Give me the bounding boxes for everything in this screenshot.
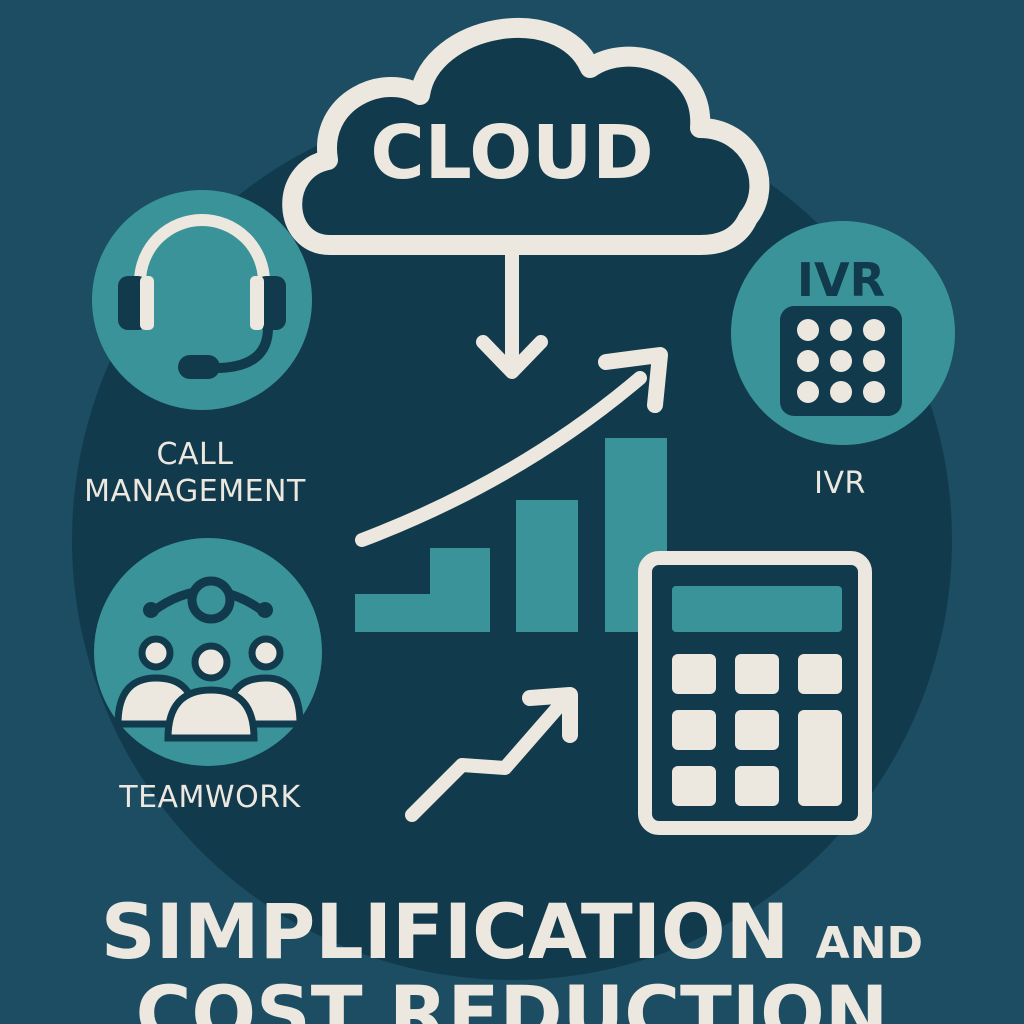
headset-icon: [92, 190, 312, 410]
headline-line1: SIMPLIFICATION AND: [0, 890, 1024, 986]
headline-connector: AND: [815, 918, 924, 969]
growth-arrow-icon: [355, 347, 668, 547]
headline-line2: COST REDUCTION: [135, 969, 889, 1024]
headline-main: SIMPLIFICATION: [100, 887, 790, 976]
small-growth-arrow-icon: [405, 687, 578, 822]
call-management-label: CALL MANAGEMENT: [40, 436, 350, 510]
calculator-icon: [638, 551, 872, 835]
cloud-label: CLOUD: [370, 110, 653, 196]
ivr-badge-label: IVR: [797, 253, 885, 307]
call-management-line1: CALL: [156, 437, 234, 472]
call-management-line2: MANAGEMENT: [84, 474, 306, 509]
teamwork-label: TEAMWORK: [119, 780, 301, 815]
team-icon: [94, 538, 322, 766]
ivr-keypad-icon: IVR: [731, 221, 955, 445]
down-arrow-icon: [476, 248, 548, 379]
cloud-icon: CLOUD: [282, 17, 770, 255]
ivr-label: IVR: [814, 466, 866, 501]
